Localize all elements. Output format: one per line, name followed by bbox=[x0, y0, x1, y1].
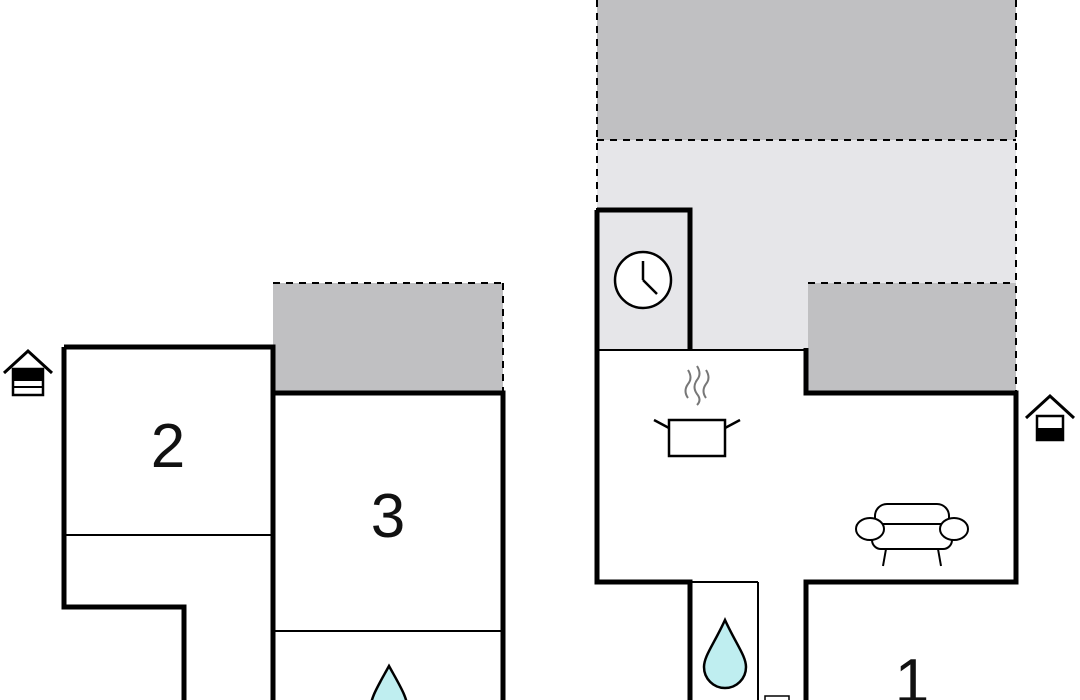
house-entrance-icon bbox=[1024, 393, 1076, 442]
room-label-1: 1 bbox=[895, 647, 929, 700]
room-label-2: 2 bbox=[151, 412, 185, 481]
room-label-3: 3 bbox=[371, 482, 405, 551]
water-drop-icon bbox=[370, 663, 408, 700]
clock-icon bbox=[613, 250, 673, 310]
right-building bbox=[594, 207, 1019, 700]
terrace-dark-area-right bbox=[808, 283, 1016, 393]
fixture-icon bbox=[764, 695, 790, 700]
house-entrance-icon bbox=[2, 348, 54, 397]
left-building bbox=[61, 344, 506, 700]
sofa-icon bbox=[855, 503, 969, 567]
terrace-dark-area-left bbox=[273, 283, 503, 393]
terrace-dark-area-top bbox=[597, 0, 1016, 140]
terrace-boundaries bbox=[273, 0, 1017, 393]
water-drop-icon bbox=[702, 617, 748, 690]
cooking-pot-icon bbox=[653, 365, 741, 458]
